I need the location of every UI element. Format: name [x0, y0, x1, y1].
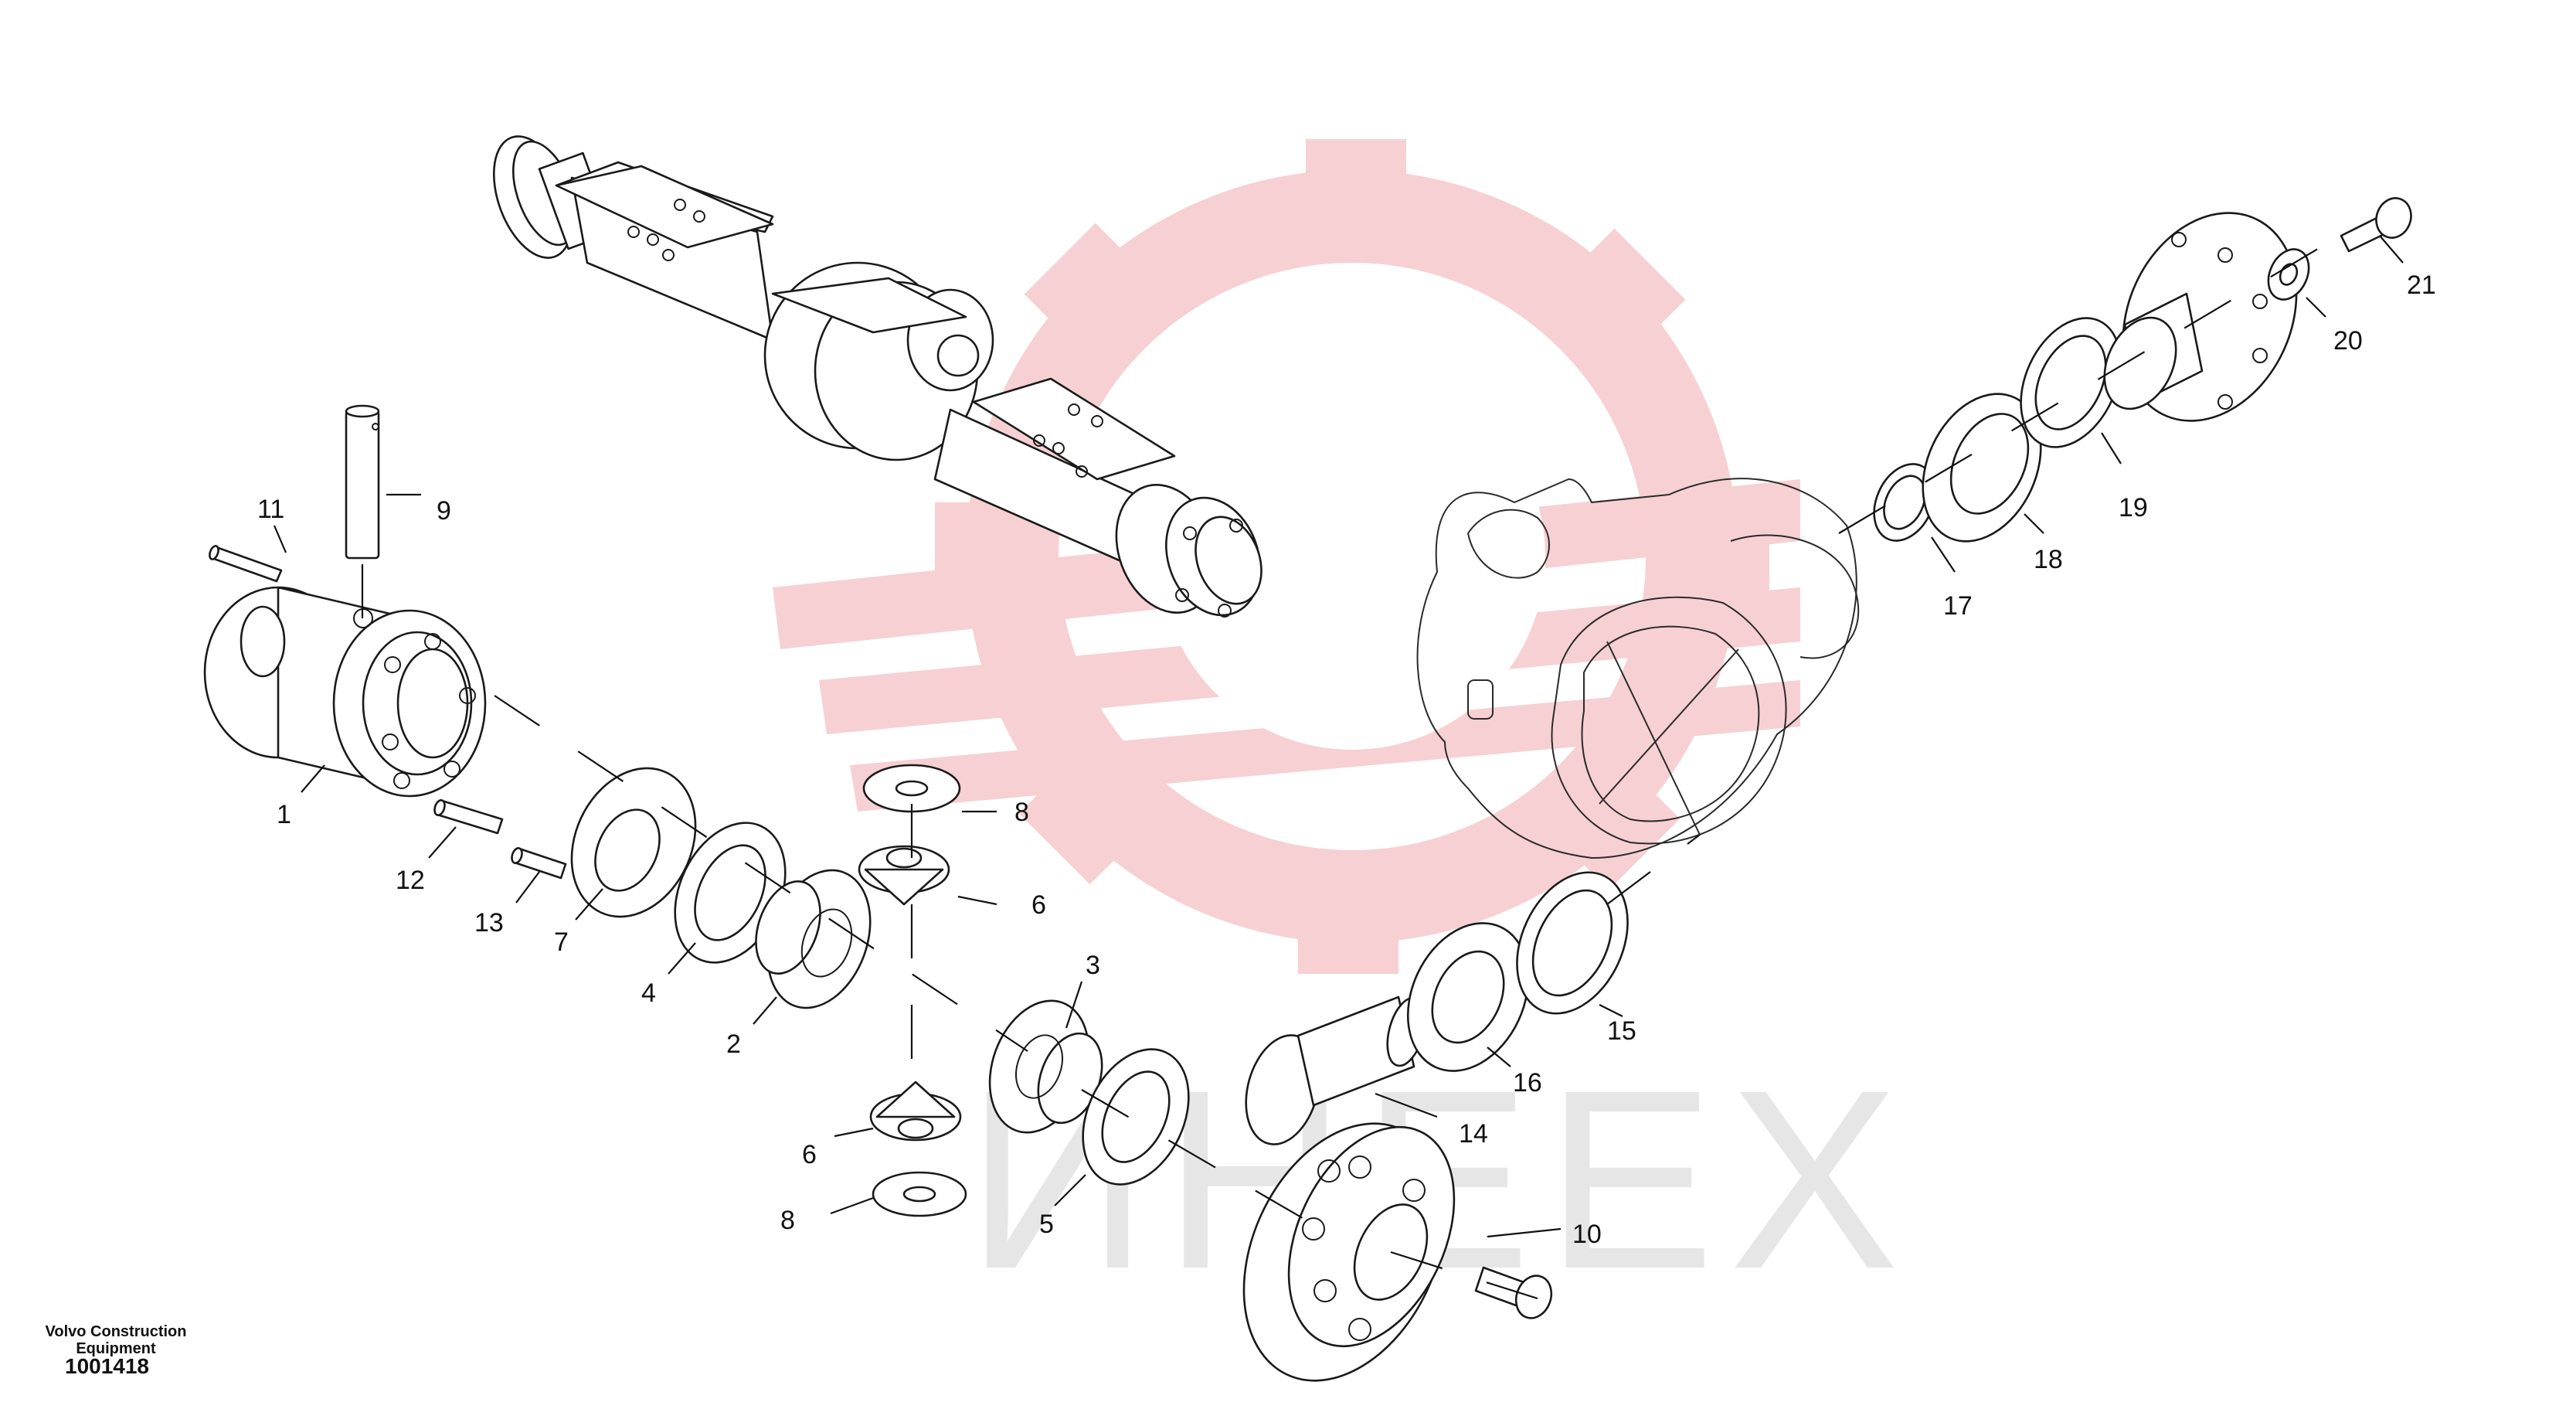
- part-6-pinion-lower: [869, 1081, 962, 1142]
- label-1: 1: [277, 800, 291, 829]
- label-5: 5: [1039, 1210, 1054, 1239]
- part-19-seal: [2020, 317, 2122, 448]
- label-8-upper: 8: [1014, 798, 1029, 827]
- label-17: 17: [1943, 591, 1973, 621]
- label-8-lower: 8: [780, 1206, 795, 1235]
- part-3-side-gear: [988, 999, 1103, 1134]
- label-2: 2: [726, 1030, 741, 1059]
- part-18-bearing: [1922, 393, 2042, 543]
- label-20: 20: [2333, 326, 2363, 356]
- label-18: 18: [2034, 545, 2063, 574]
- label-15: 15: [1607, 1016, 1636, 1046]
- companion-flange: [2103, 212, 2298, 422]
- label-4: 4: [641, 978, 656, 1008]
- part-8-washer-lower: [872, 1171, 967, 1217]
- part-12-pin: [433, 799, 504, 835]
- label-7: 7: [554, 927, 569, 957]
- part-6-pinion-upper: [858, 845, 950, 906]
- part-9-shaft: [345, 404, 380, 560]
- leader-lines: [273, 235, 2404, 1238]
- caption-line-1: Volvo Construction: [45, 1323, 187, 1340]
- watermark-gear-icon: [773, 139, 1800, 974]
- label-9: 9: [437, 496, 451, 526]
- document-number: 1001418: [65, 1354, 150, 1378]
- part-labels: 9 11 1 12 13 7 4 2 8 6 3 6 8 5 14 16 15 …: [257, 271, 2436, 1249]
- caption-line-2: Equipment: [76, 1340, 156, 1357]
- part-11-pin: [209, 545, 283, 583]
- label-6-lower: 6: [802, 1140, 817, 1169]
- label-13: 13: [474, 908, 504, 938]
- differential-housing: [1416, 478, 1860, 859]
- label-21: 21: [2407, 271, 2436, 300]
- axle-assembly: [492, 135, 1263, 618]
- part-20-washer: [2267, 248, 2310, 301]
- part-5-friction-disc: [1082, 1048, 1190, 1186]
- label-6-upper: 6: [1031, 890, 1046, 920]
- part-13-pin: [511, 847, 567, 880]
- part-21-bolt: [2340, 197, 2412, 253]
- part-2-side-gear: [755, 869, 872, 1009]
- label-10: 10: [1572, 1220, 1602, 1249]
- assembly-axis-lines: [361, 239, 2334, 1300]
- label-12: 12: [396, 866, 425, 895]
- label-16: 16: [1513, 1068, 1542, 1098]
- label-14: 14: [1459, 1119, 1488, 1149]
- label-11: 11: [257, 495, 284, 524]
- part-16-drive-pinion: [1245, 922, 1530, 1145]
- label-3: 3: [1086, 951, 1100, 980]
- part-1-differential-case: [203, 586, 487, 798]
- part-15-seal-ring: [1516, 871, 1629, 1015]
- label-19: 19: [2119, 493, 2148, 522]
